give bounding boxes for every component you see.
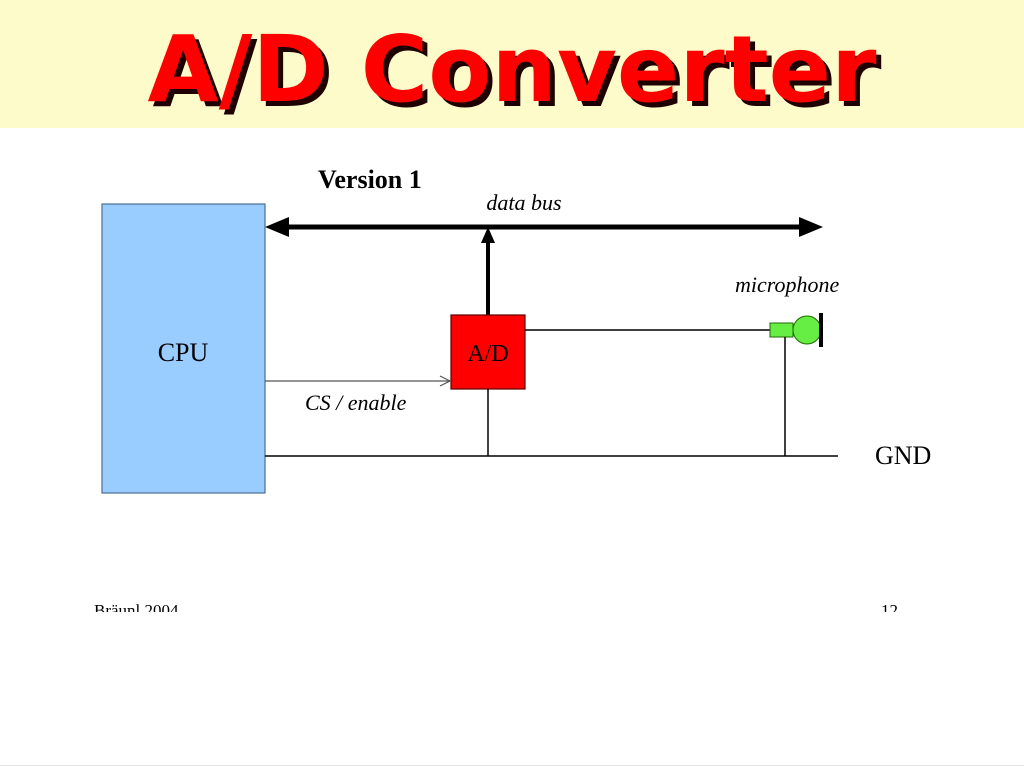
gnd-label: GND <box>875 441 931 470</box>
slide-footer: Bräunl 2004 12 <box>94 601 898 620</box>
version-label: Version 1 <box>318 165 422 194</box>
footer-page-number: 12 <box>881 601 898 620</box>
title-band <box>0 0 1024 128</box>
microphone-icon <box>769 313 823 347</box>
bottom-rule <box>0 765 1024 766</box>
cpu-label: CPU <box>158 338 209 367</box>
ad-label: A/D <box>467 341 508 367</box>
data-bus-arrowhead-right <box>799 217 823 237</box>
microphone-head <box>792 315 822 345</box>
microphone-label: microphone <box>735 272 840 297</box>
cs-enable-label: CS / enable <box>305 390 407 415</box>
ad-to-bus-arrowhead <box>481 227 495 243</box>
cs-enable-arrowhead <box>439 375 452 387</box>
microphone-handle <box>769 322 794 338</box>
cpu-box <box>101 203 266 494</box>
slide-title: A/D Converter <box>147 16 877 123</box>
data-bus-label: data bus <box>486 190 561 215</box>
data-bus-arrowhead-left <box>265 217 289 237</box>
footer-author: Bräunl 2004 <box>94 601 179 620</box>
